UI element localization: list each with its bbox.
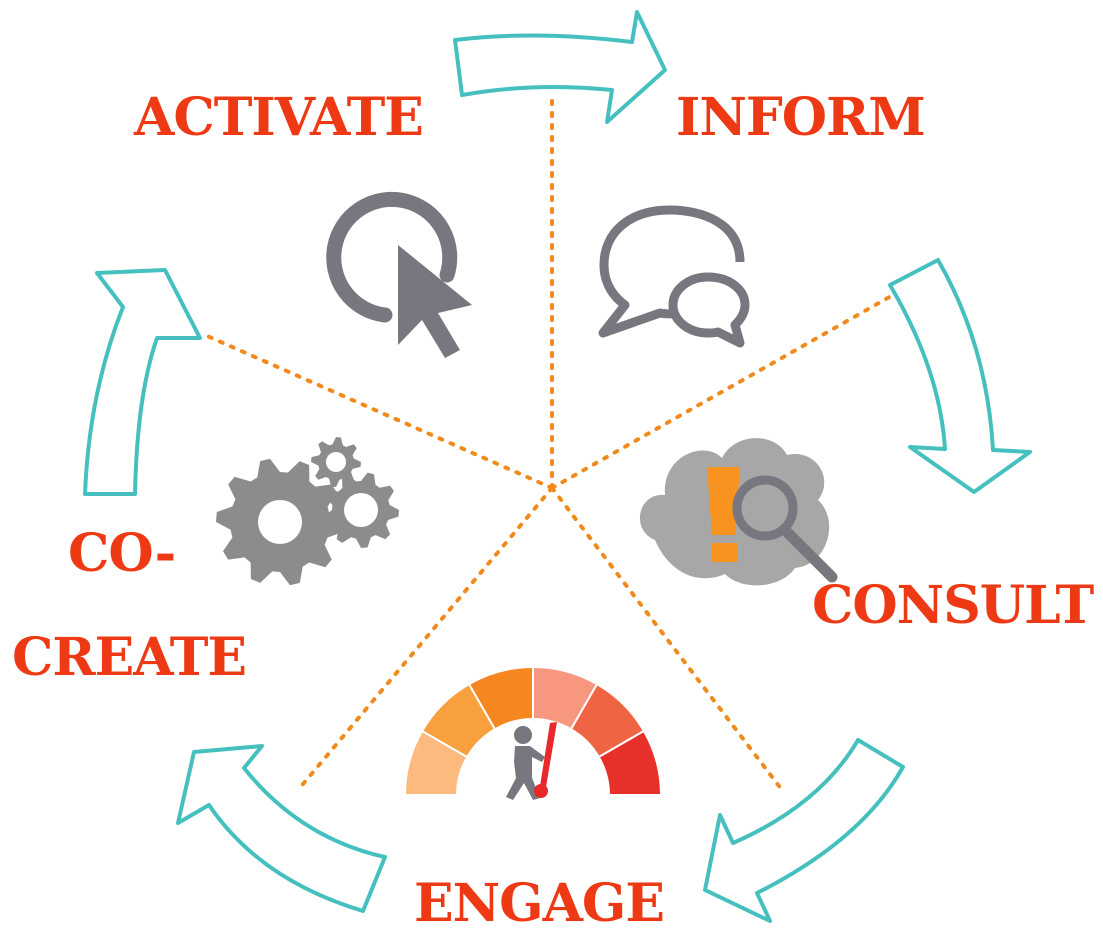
divider-upper-right: [550, 293, 895, 490]
person-pushing-needle-icon: [506, 722, 557, 800]
label-cocreate-line1: CO-: [68, 523, 176, 584]
cycle-arrows: [83, 10, 1032, 923]
arrow-consult-to-engage: [703, 738, 905, 923]
label-inform: INFORM: [676, 87, 926, 148]
gauge-segment: [597, 729, 663, 796]
arrow-inform-to-consult: [888, 258, 1032, 494]
medium-gear-icon: [323, 472, 399, 548]
gauge-needle: [540, 722, 557, 787]
label-activate: ACTIVATE: [134, 87, 424, 148]
small-gear-icon: [311, 437, 361, 487]
divider-lower-left: [296, 486, 554, 792]
cursor-click-icon: [326, 191, 472, 358]
gauge-segments: [403, 665, 663, 796]
divider-upper-left: [203, 333, 554, 490]
arrow-cocreate-to-activate: [83, 268, 202, 496]
arrow-engage-to-cocreate: [176, 744, 387, 913]
large-gear-icon: [216, 458, 344, 586]
gauge-meter-icon: [403, 665, 663, 800]
label-engage: ENGAGE: [414, 873, 665, 934]
divider-lower-right: [550, 486, 784, 792]
label-cocreate-line2: CREATE: [12, 627, 247, 688]
divider-lines: [203, 98, 895, 792]
cloud-magnifier-icon: [639, 438, 838, 586]
arrow-activate-to-inform: [453, 10, 667, 124]
label-consult: CONSULT: [812, 575, 1094, 636]
gears-icon: [216, 437, 399, 586]
speech-bubbles-icon: [598, 205, 750, 348]
